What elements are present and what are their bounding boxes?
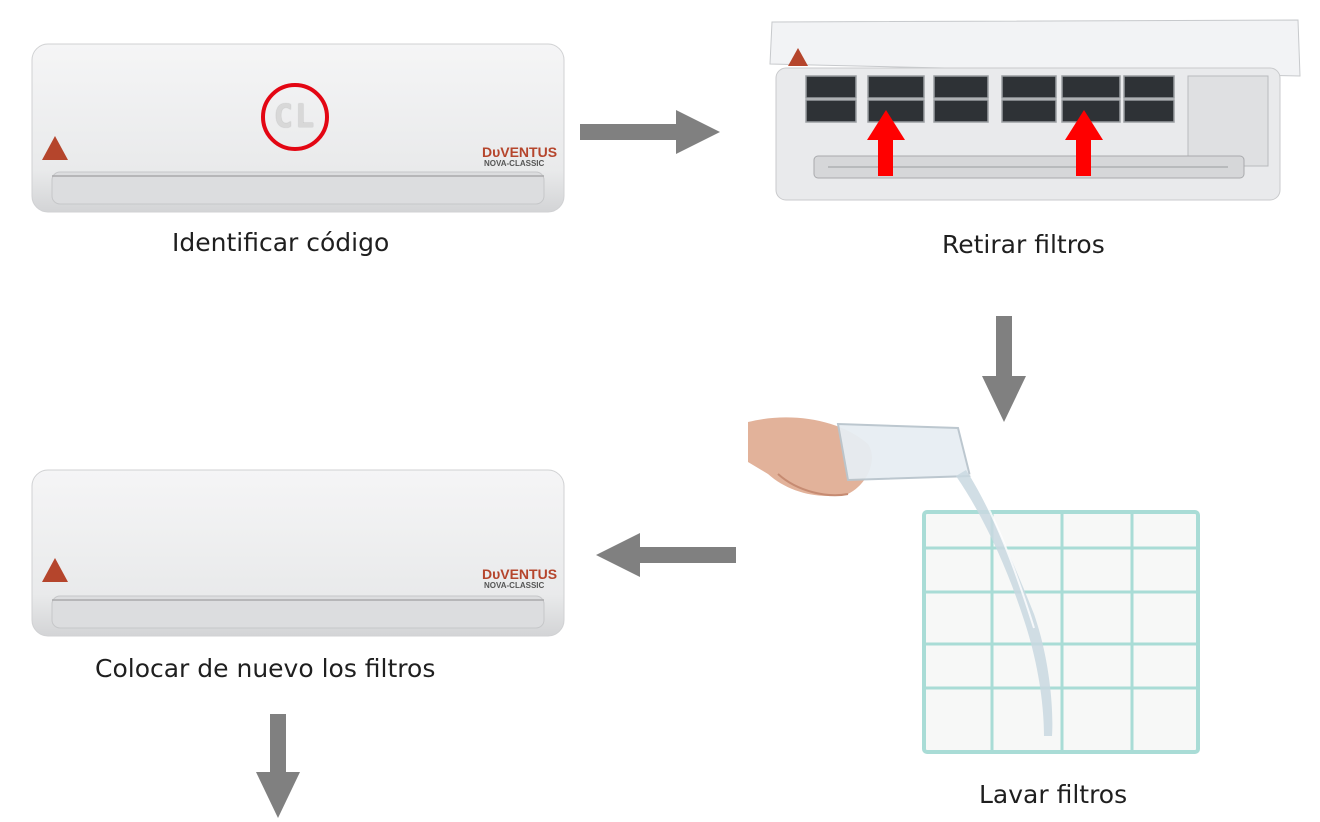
step-label-wash: Lavar filtros <box>979 780 1127 809</box>
ac-unit-closed-image <box>30 466 570 642</box>
brand-name: DᴜVENTUS <box>482 566 557 582</box>
step-label-remove: Retirar filtros <box>942 230 1105 259</box>
model-name: NOVA-CLASSIC <box>484 581 544 590</box>
display-code: CL <box>270 97 320 135</box>
step-label-replace: Colocar de nuevo los filtros <box>95 654 435 683</box>
brand-name: DᴜVENTUS <box>482 144 557 160</box>
model-name: NOVA-CLASSIC <box>484 159 544 168</box>
arrow-left-icon <box>596 533 736 577</box>
step-remove-filters <box>768 18 1302 203</box>
step-label-identify: Identificar código <box>172 228 389 257</box>
ac-unit-open-image <box>768 18 1302 203</box>
wash-filter-image <box>748 414 1208 758</box>
step-identify: CL DᴜVENTUS NOVA-CLASSIC <box>30 40 570 220</box>
arrow-down-icon <box>982 316 1026 422</box>
arrow-right-icon <box>580 110 720 154</box>
arrow-down-icon <box>256 714 300 820</box>
step-wash-filters <box>748 414 1208 758</box>
step-replace-filters: DᴜVENTUS NOVA-CLASSIC <box>30 466 570 642</box>
